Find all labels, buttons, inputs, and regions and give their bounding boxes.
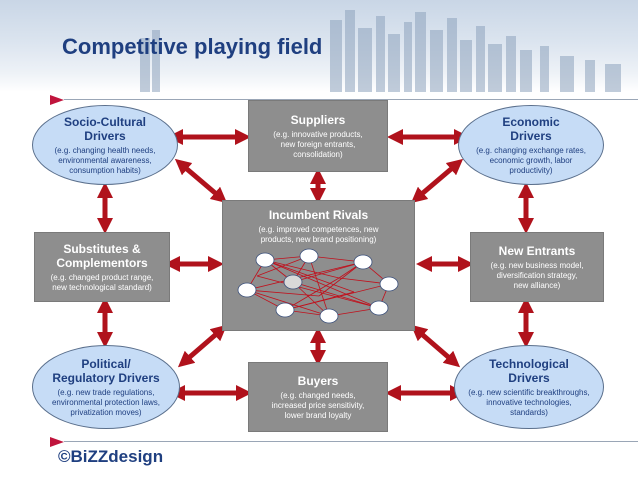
node-title: Political/ Regulatory Drivers xyxy=(52,356,160,385)
substitutes-complementors-node: Substitutes & Complementors (e.g. change… xyxy=(34,232,170,302)
node-subtitle: (e.g. new business model, diversificatio… xyxy=(490,260,584,290)
node-subtitle: (e.g. changing health needs, environment… xyxy=(54,145,156,175)
node-subtitle: (e.g. changed product range, new technol… xyxy=(50,272,154,292)
node-title: Incumbent Rivals xyxy=(268,208,369,222)
node-subtitle: (e.g. innovative products, new foreign e… xyxy=(273,129,363,159)
socio-cultural-drivers-node: Socio-Cultural Drivers (e.g. changing he… xyxy=(32,105,178,185)
node-subtitle: (e.g. changing exchange rates, economic … xyxy=(476,145,586,175)
buyers-node: Buyers (e.g. changed needs, increased pr… xyxy=(248,362,388,432)
rivals-network-graphic xyxy=(237,248,398,324)
node-title: Technological Drivers xyxy=(489,356,569,385)
brand-logo-text: ©BiZZdesign xyxy=(58,447,164,466)
divider-top xyxy=(64,99,638,100)
node-subtitle: (e.g. new scientific breakthroughs, inno… xyxy=(468,387,590,417)
page-title: Competitive playing field xyxy=(62,34,323,59)
node-title: Socio-Cultural Drivers xyxy=(63,114,146,143)
suppliers-node: Suppliers (e.g. innovative products, new… xyxy=(248,100,388,172)
skyline-banner xyxy=(0,0,638,92)
accent-flag-top xyxy=(50,95,64,105)
city-skyline-image xyxy=(140,10,621,92)
accent-flag-bottom xyxy=(50,437,64,447)
node-title: Substitutes & Complementors xyxy=(56,241,148,270)
node-subtitle: (e.g. changed needs, increased price sen… xyxy=(271,390,365,420)
arrow-technological-rivals xyxy=(410,324,461,368)
new-entrants-node: New Entrants (e.g. new business model, d… xyxy=(470,232,604,302)
node-title: New Entrants xyxy=(498,243,576,258)
incumbent-rivals-node: Incumbent Rivals (e.g. improved competen… xyxy=(222,200,415,331)
political-regulatory-drivers-node: Political/ Regulatory Drivers (e.g. new … xyxy=(32,345,180,429)
economic-drivers-node: Economic Drivers (e.g. changing exchange… xyxy=(458,105,604,185)
node-subtitle: (e.g. improved competences, new products… xyxy=(258,225,379,244)
technological-drivers-node: Technological Drivers (e.g. new scientif… xyxy=(454,345,604,429)
node-title: Buyers xyxy=(297,373,339,388)
divider-bottom xyxy=(64,441,638,442)
arrow-economic-rivals xyxy=(410,158,464,204)
node-title: Economic Drivers xyxy=(502,114,560,143)
arrow-socio-rivals xyxy=(174,158,228,204)
arrow-political-rivals xyxy=(177,324,228,368)
node-title: Suppliers xyxy=(290,112,346,127)
node-subtitle: (e.g. new trade regulations, environment… xyxy=(51,387,161,417)
